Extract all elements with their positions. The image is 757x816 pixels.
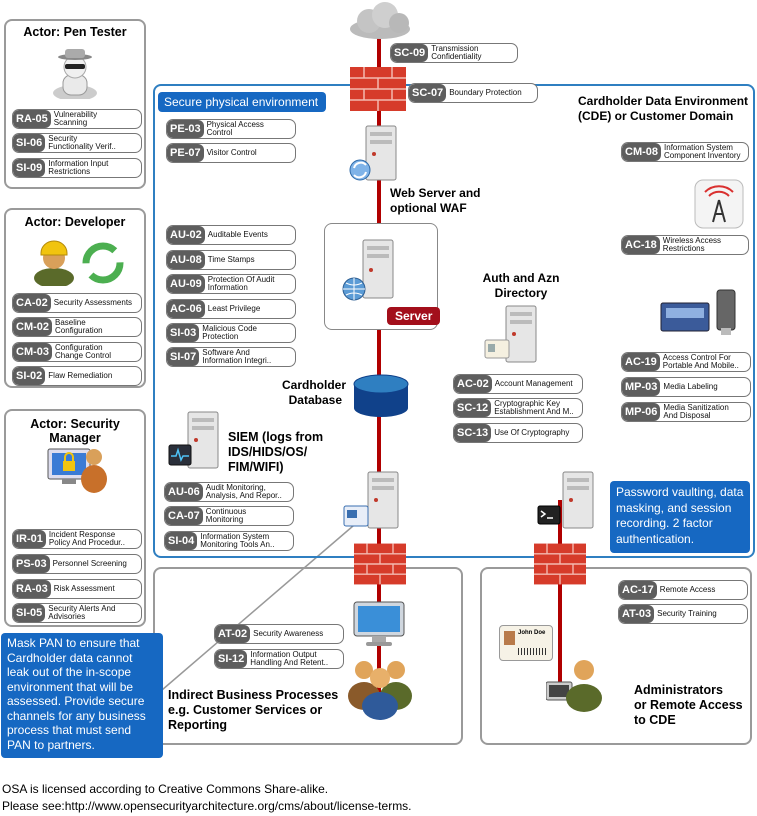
id-card-icon: John Doe — [499, 625, 553, 661]
server-icon — [484, 304, 548, 366]
server-badge: Server — [387, 307, 441, 325]
admin-panel — [480, 567, 752, 745]
secure-physical-banner: Secure physical environment — [158, 92, 326, 112]
mask-pan-callout: Mask PAN to ensure that Cardholder data … — [1, 633, 163, 758]
spy-icon — [50, 47, 100, 99]
admins-label: Administrators or Remote Access to CDE — [634, 683, 743, 727]
terminal-icon — [537, 505, 561, 525]
indirect-business-label: Indirect Business Processes e.g. Custome… — [168, 688, 339, 732]
pulse-icon — [168, 444, 192, 466]
server-icon — [343, 238, 399, 308]
cloud-icon — [347, 1, 413, 41]
firewall-icon — [354, 543, 406, 585]
cde-title: Cardholder Data Environment (CDE) or Cus… — [578, 94, 749, 123]
pen-tester-title: Actor: Pen Tester — [23, 25, 127, 39]
auth-directory-label: Auth and Azn Directory — [482, 271, 560, 300]
siem-label: SIEM (logs from IDS/HIDS/OS/ FIM/WIFI) — [228, 430, 324, 474]
user-icon — [546, 656, 606, 712]
id-card-photo — [504, 631, 515, 645]
password-callout: Password vaulting, data masking, and ses… — [610, 481, 750, 553]
monitor-icon — [352, 600, 406, 648]
server-icon — [537, 470, 597, 534]
firewall-icon — [350, 67, 406, 111]
cardholder-db-label: Cardholder Database — [282, 378, 347, 407]
group-icon — [346, 656, 414, 720]
database-icon — [352, 374, 410, 420]
app-server-box: Server — [324, 223, 441, 330]
server-icon — [166, 410, 224, 472]
license-line-1: OSA is licensed according to Creative Co… — [2, 782, 329, 796]
firewall-icon — [534, 543, 586, 585]
cycle-icon — [80, 240, 126, 286]
server-icon — [348, 124, 406, 186]
worker-icon — [32, 234, 76, 286]
developer-title: Actor: Developer — [24, 215, 126, 229]
license-line-2: Please see:http://www.opensecurityarchit… — [2, 799, 412, 813]
usb-icon — [715, 288, 737, 336]
lock-screen-icon — [44, 439, 108, 495]
id-card-barcode — [518, 648, 548, 655]
server-icon — [342, 470, 402, 534]
security-manager-title: Actor: Security Manager — [30, 417, 120, 445]
id-card-name: John Doe — [518, 630, 546, 636]
tape-icon — [660, 302, 710, 332]
web-server-label: Web Server and optional WAF — [390, 186, 481, 215]
wireless-icon — [693, 178, 745, 230]
globe-icon — [341, 276, 367, 302]
